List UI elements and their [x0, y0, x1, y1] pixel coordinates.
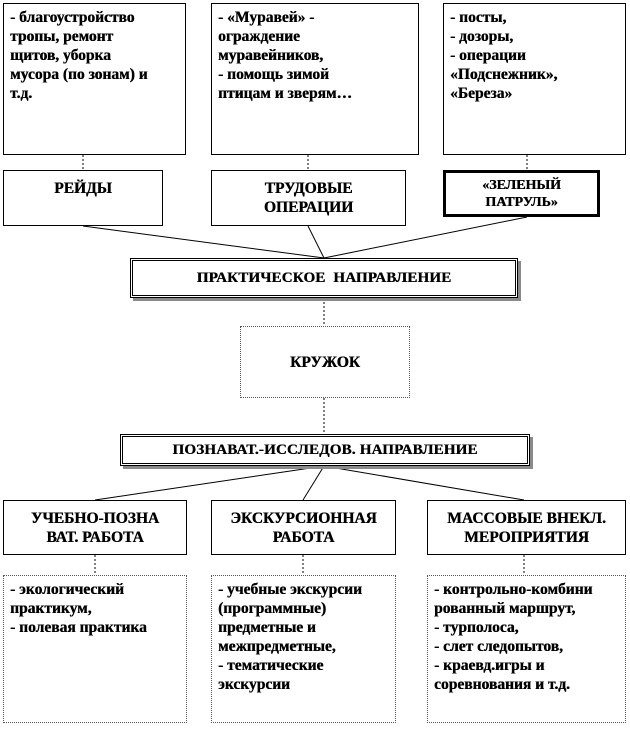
green-label-line1: «ЗЕЛЕНЫЙ — [482, 177, 561, 193]
list-item: «Подснежник», — [450, 66, 558, 83]
list-item: (программные) — [218, 600, 327, 617]
labor-operations-box: ТРУДОВЫЕ ОПЕРАЦИИ — [211, 170, 406, 226]
exc-label-line1: ЭКСКУРСИОННАЯ — [230, 509, 377, 527]
excursion-work-box: ЭКСКУРСИОННАЯ РАБОТА — [211, 500, 396, 555]
list-item: ограждение — [218, 28, 300, 45]
list-item: птицам и зверям… — [218, 85, 352, 102]
practical-direction-box: ПРАКТИЧЕСКОЕ НАПРАВЛЕНИЕ — [130, 258, 518, 298]
connector-research-exc — [302, 465, 325, 501]
list-item: рованный маршрут, — [434, 600, 576, 617]
list-item: - благоустройство — [10, 9, 135, 26]
list-item: щитов, уборка — [10, 47, 111, 64]
connector-raids-practical — [82, 225, 325, 259]
mass-label-line1: МАССОВЫЕ ВНЕКЛ. — [447, 509, 606, 527]
list-item: предметные и — [218, 619, 316, 636]
labor-label-line2: ОПЕРАЦИИ — [263, 199, 354, 216]
list-item: экскурсии — [218, 676, 290, 693]
list-item: - посты, — [450, 9, 507, 26]
practical-direction-label: ПРАКТИЧЕСКОЕ НАПРАВЛЕНИЕ — [196, 269, 452, 286]
mass-events-box: МАССОВЫЕ ВНЕКЛ. МЕРОПРИЯТИЯ — [427, 500, 626, 555]
list-item: - контрольно-комбини — [434, 581, 593, 598]
connector-green-practical — [323, 216, 528, 259]
raids-label: РЕЙДЫ — [54, 180, 112, 197]
exc-label-line2: РАБОТА — [272, 528, 335, 546]
list-item: - дозоры, — [450, 28, 514, 45]
club-box: КРУЖОК — [240, 326, 410, 398]
list-item: мусора (по зонам) и — [10, 66, 148, 83]
list-item: - полевая практика — [10, 619, 147, 636]
list-item: - помощь зимой — [218, 66, 329, 83]
list-item: - «Муравей» - — [218, 9, 315, 26]
list-item: тропы, ремонт — [10, 28, 114, 45]
list-item: - операции — [450, 47, 526, 64]
edu-label-line2: ВАТ. РАБОТА — [46, 528, 144, 546]
list-item: т.д. — [10, 85, 33, 102]
raids-box: РЕЙДЫ — [3, 170, 163, 226]
connector-research-edu — [94, 465, 325, 501]
list-item: «Береза» — [450, 85, 513, 102]
list-item: - тематические — [218, 657, 324, 674]
list-item: - краевд.игры и — [434, 657, 545, 674]
list-item: - учебные экскурсии — [218, 581, 362, 598]
educational-work-box: УЧЕБНО-ПОЗНА ВАТ. РАБОТА — [3, 500, 187, 555]
research-direction-box: ПОЗНАВАТ.-ИССЛЕДОВ. НАПРАВЛЕНИЕ — [120, 434, 530, 466]
list-item: межпредметные, — [218, 638, 336, 655]
labor-activities-list: - «Муравей» - ограждение муравейников, -… — [211, 3, 419, 155]
edu-label-line1: УЧЕБНО-ПОЗНА — [30, 509, 160, 527]
list-item: практикум, — [10, 600, 92, 617]
connector-labor-practical — [307, 225, 325, 259]
list-item: - экологический — [10, 581, 124, 598]
list-item: - турполоса, — [434, 619, 519, 636]
connector-research-mass — [323, 465, 525, 501]
list-item: соревнования и т.д. — [434, 676, 570, 693]
educational-activities-list: - экологический практикум, - полевая пра… — [3, 575, 187, 723]
club-label: КРУЖОК — [290, 353, 360, 371]
mass-events-activities-list: - контрольно-комбини рованный маршрут, -… — [427, 575, 626, 723]
research-direction-label: ПОЗНАВАТ.-ИССЛЕДОВ. НАПРАВЛЕНИЕ — [172, 441, 478, 458]
green-patrol-activities-list: - посты, - дозоры, - операции «Подснежни… — [443, 3, 626, 155]
list-item: муравейников, — [218, 47, 324, 64]
green-patrol-box: «ЗЕЛЕНЫЙ ПАТРУЛЬ» — [443, 170, 600, 217]
list-item: - слет следопытов, — [434, 638, 563, 655]
green-label-line2: ПАТРУЛЬ» — [485, 194, 558, 210]
labor-label-line1: ТРУДОВЫЕ — [264, 180, 353, 197]
excursion-activities-list: - учебные экскурсии (программные) предме… — [211, 575, 396, 723]
mass-label-line2: МЕРОПРИЯТИЯ — [464, 528, 589, 546]
raids-activities-list: - благоустройство тропы, ремонт щитов, у… — [3, 3, 186, 155]
